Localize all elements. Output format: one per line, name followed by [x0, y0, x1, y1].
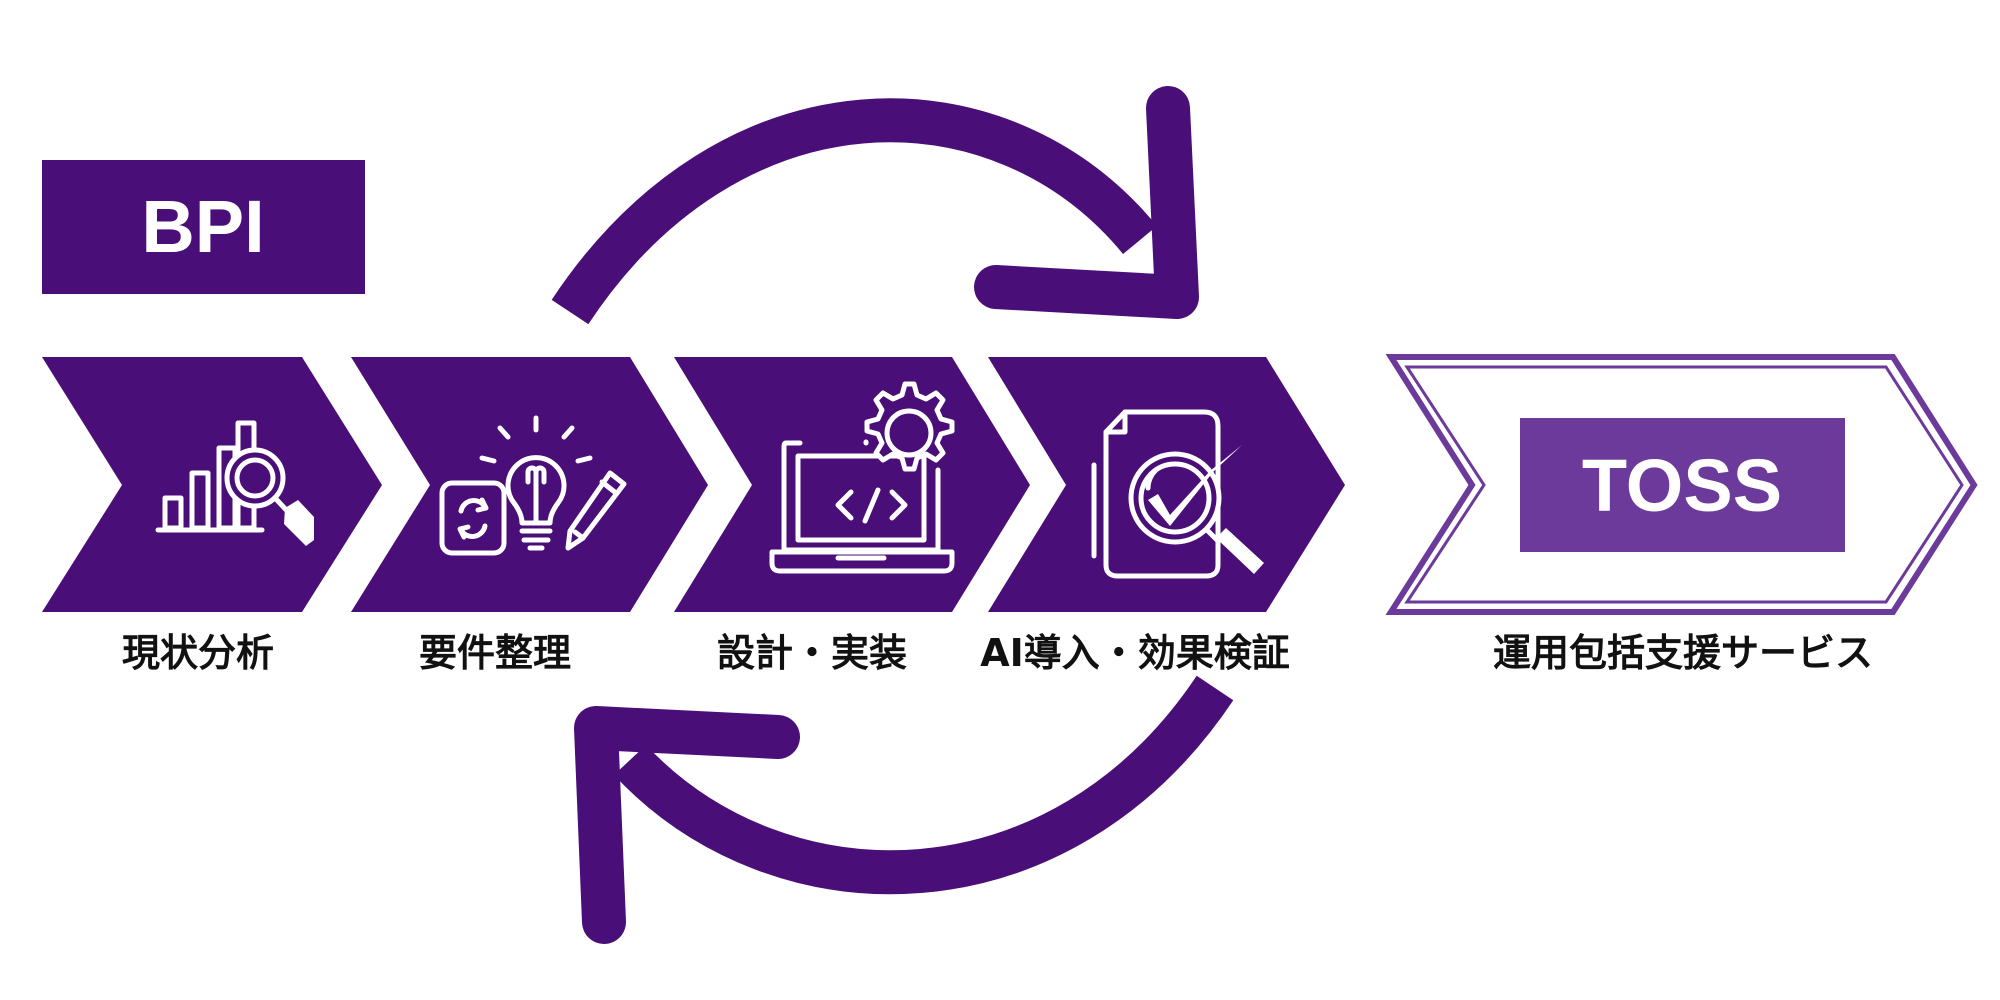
toss-label-box — [1520, 418, 1845, 552]
cycle-arrow-bottom — [613, 675, 1234, 895]
laptop-code-gear-icon — [769, 381, 955, 574]
toss-label: TOSS — [1582, 444, 1782, 527]
step-label-design-implementation: 設計・実装 — [717, 631, 907, 675]
lightbulb-pencil-icon — [439, 415, 627, 556]
cycle-arrowhead-bottom — [574, 706, 800, 944]
cycle-arrowhead-top — [974, 86, 1199, 319]
chevron-step-1 — [42, 357, 382, 612]
step-label-ai-verification: AI導入・効果検証 — [980, 631, 1290, 675]
chevron-step-3 — [674, 357, 1030, 612]
bar-chart-magnifier-icon — [155, 420, 314, 546]
step-label-requirements: 要件整理 — [419, 631, 571, 675]
cycle-arrow-top — [551, 98, 1157, 325]
bpi-label: BPI — [141, 185, 264, 268]
chevron-step-2 — [351, 357, 708, 612]
document-check-magnifier-icon — [1091, 409, 1264, 579]
bpi-label-box — [42, 160, 365, 294]
toss-chevron-inner — [1404, 365, 1964, 604]
step-label-analysis: 現状分析 — [122, 631, 274, 675]
toss-caption: 運用包括支援サービス — [1493, 631, 1873, 675]
